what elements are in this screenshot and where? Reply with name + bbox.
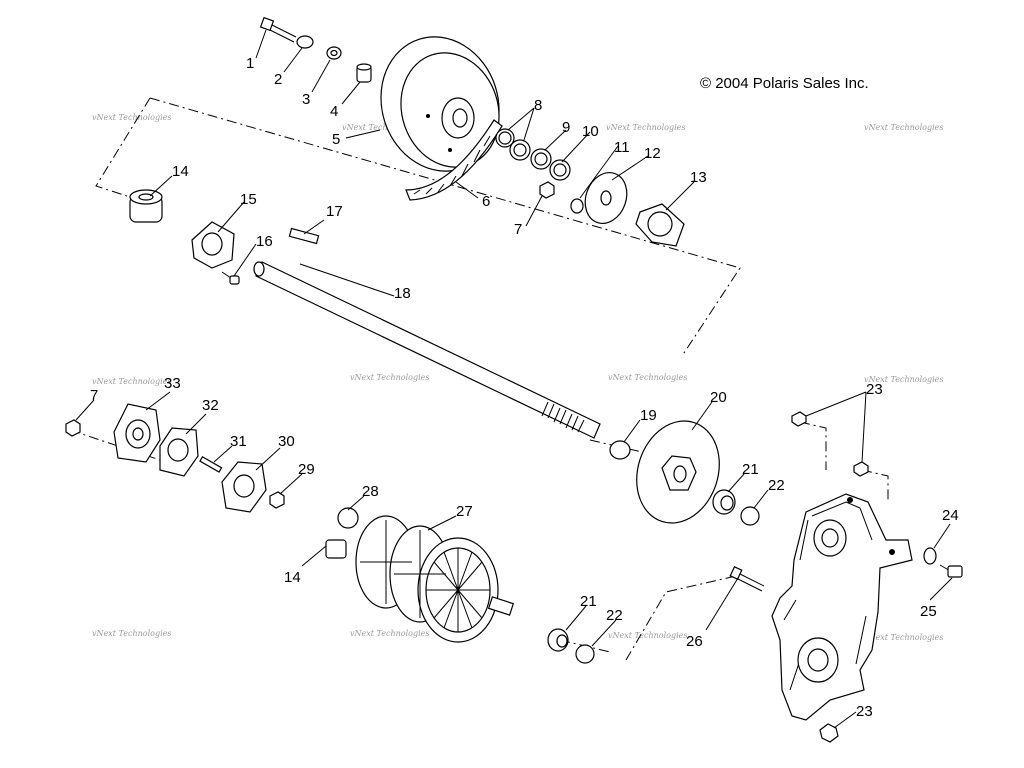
part-label-27: 27	[456, 503, 473, 520]
part-label-8: 8	[534, 97, 542, 114]
part-label-32: 32	[202, 397, 219, 414]
washer-part-3	[326, 46, 342, 60]
bushing-part-4	[356, 63, 372, 83]
part-label-9: 9	[562, 119, 570, 136]
nut-part-23	[791, 411, 807, 427]
part-label-14-lower: 14	[284, 569, 301, 586]
nut-part-29	[269, 491, 285, 509]
bearing-part-28	[337, 507, 359, 529]
flange-part-13	[635, 203, 685, 247]
watermark: vNext Technologies	[864, 375, 943, 384]
plug-part-22	[575, 644, 595, 664]
watermark: vNext Technologies	[864, 633, 943, 642]
part-label-17: 17	[326, 203, 343, 220]
part-label-15: 15	[240, 191, 257, 208]
watermark: vNext Technologies	[864, 123, 943, 132]
chain-part-6	[405, 119, 503, 201]
washer-part-24	[923, 547, 937, 565]
watermark: vNext Technologies	[350, 373, 429, 382]
nut-part-7	[65, 419, 81, 437]
part-label-14: 14	[172, 163, 189, 180]
part-label-18: 18	[394, 285, 411, 302]
flange-part-33	[113, 403, 161, 463]
part-label-16: 16	[256, 233, 273, 250]
watermark: vNext Technologies	[608, 631, 687, 640]
watermark: vNext Technologies	[350, 629, 429, 638]
o-ring-part-8	[509, 139, 531, 161]
part-label-20: 20	[710, 389, 727, 406]
watermark: vNext Technologies	[92, 377, 171, 386]
part-label-29: 29	[298, 461, 315, 478]
part-label-22: 22	[768, 477, 785, 494]
watermark: vNext Technologies	[92, 629, 171, 638]
part-label-26: 26	[686, 633, 703, 650]
bolt-part-16	[221, 271, 240, 285]
bolt-part-26	[729, 565, 765, 592]
part-label-5: 5	[332, 131, 340, 148]
key-part-17	[288, 227, 320, 245]
part-label-22-lower: 22	[606, 607, 623, 624]
washer-part-11	[570, 198, 584, 214]
o-ring-part-9	[530, 148, 552, 170]
gasket-part-32	[159, 427, 199, 477]
part-label-21: 21	[742, 461, 759, 478]
o-ring-part-10	[549, 159, 571, 181]
part-labels: 1 2 3 4 5 6 7 8 9 10 11 12 13 14 15 16 1…	[90, 55, 959, 720]
part-label-10: 10	[582, 123, 599, 140]
watermark: vNext Technologies	[342, 123, 421, 132]
disc-part-20	[636, 420, 720, 524]
part-label-1: 1	[246, 55, 254, 72]
part-label-30: 30	[278, 433, 295, 450]
bolt-part-1	[259, 16, 297, 43]
part-label-3: 3	[302, 91, 310, 108]
part-label-4: 4	[330, 103, 338, 120]
part-label-6: 6	[482, 193, 490, 210]
bearing-part-21	[712, 489, 736, 515]
bolt-part-25	[939, 564, 963, 578]
flange-part-15	[191, 221, 235, 269]
part-label-19: 19	[640, 407, 657, 424]
sprocket-part-5	[380, 36, 500, 172]
leader-lines	[75, 29, 953, 729]
part-label-2: 2	[274, 71, 282, 88]
nut-part-23	[853, 461, 869, 477]
part-label-33: 33	[164, 375, 181, 392]
watermark: vNext Technologies	[608, 373, 687, 382]
part-label-23-lower: 23	[856, 703, 873, 720]
chaincase-housing	[771, 493, 913, 721]
washer-part-2	[296, 35, 314, 49]
nut-part-7	[539, 181, 555, 199]
watermarks: vNext Technologies vNext Technologies vN…	[92, 113, 943, 642]
copyright-text: © 2004 Polaris Sales Inc.	[700, 75, 869, 92]
watermark: vNext Technologies	[92, 113, 171, 122]
part-label-25: 25	[920, 603, 937, 620]
part-label-31: 31	[230, 433, 247, 450]
ring-part-19	[609, 440, 631, 460]
part-label-11: 11	[614, 139, 630, 156]
part-label-7-lower: 7	[90, 387, 98, 404]
watermark: vNext Technologies	[606, 123, 685, 132]
plug-part-22	[740, 506, 760, 526]
part-label-23: 23	[866, 381, 883, 398]
pin-part-31	[199, 455, 223, 473]
plate-part-12	[584, 172, 628, 224]
part-label-28: 28	[362, 483, 379, 500]
seal-rings-part-8	[495, 128, 515, 148]
drive-sprockets-part-27	[325, 515, 515, 643]
part-label-7: 7	[514, 221, 522, 238]
part-label-12: 12	[644, 145, 661, 162]
nut-part-23	[819, 723, 839, 743]
part-label-13: 13	[690, 169, 707, 186]
bearing-part-21	[547, 628, 569, 652]
flange-part-30	[221, 461, 267, 513]
part-label-21-lower: 21	[580, 593, 597, 610]
shaft-part-18	[253, 261, 601, 439]
bearing-part-14	[129, 189, 163, 223]
part-label-24: 24	[942, 507, 959, 524]
